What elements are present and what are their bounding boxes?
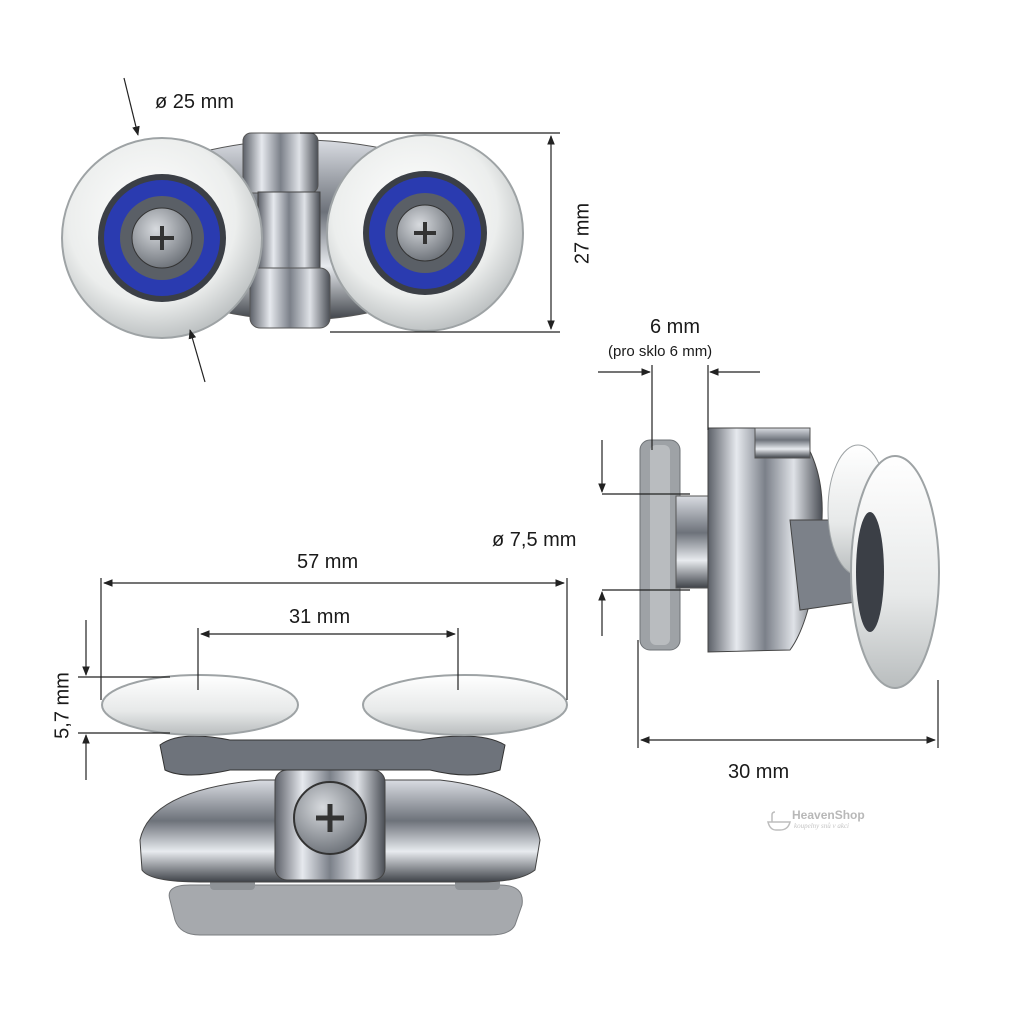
label-height: 27 mm xyxy=(571,202,594,265)
bottom-right-wheel xyxy=(362,674,568,736)
label-pin-diameter: ø 7,5 mm xyxy=(492,529,577,551)
top-right-wheel xyxy=(326,134,524,332)
dim-depth-line xyxy=(637,640,939,748)
label-axle-spacing: 31 mm xyxy=(289,606,351,628)
dim-axle-line xyxy=(197,628,459,690)
dim-wheel-diameter-line xyxy=(123,77,206,383)
bathtub-icon xyxy=(767,811,791,831)
label-wheel-thickness: 5,7 mm xyxy=(51,672,74,739)
heavenshop-logo: HeavenShop koupelny snů v akci xyxy=(766,806,886,836)
bottom-left-wheel xyxy=(101,674,299,736)
bottom-view-roller xyxy=(101,674,568,936)
label-glass-note: (pro sklo 6 mm) xyxy=(608,343,713,360)
label-depth: 30 mm xyxy=(728,761,790,783)
dim-width-line xyxy=(100,578,568,700)
label-wheel-diameter: ø 25 mm xyxy=(155,91,234,113)
top-view-roller xyxy=(61,132,524,339)
logo-brand: HeavenShop xyxy=(792,808,865,822)
dim-height-line xyxy=(300,132,560,333)
dim-pin-line xyxy=(598,440,690,636)
logo-tagline: koupelny snů v akci xyxy=(794,822,850,830)
label-overall-width: 57 mm xyxy=(297,551,359,573)
side-view-roller xyxy=(639,427,940,689)
dim-thickness-line xyxy=(78,620,170,780)
top-left-wheel xyxy=(61,137,263,339)
label-glass-thickness: 6 mm xyxy=(650,316,700,338)
dim-glass-line xyxy=(598,365,760,450)
